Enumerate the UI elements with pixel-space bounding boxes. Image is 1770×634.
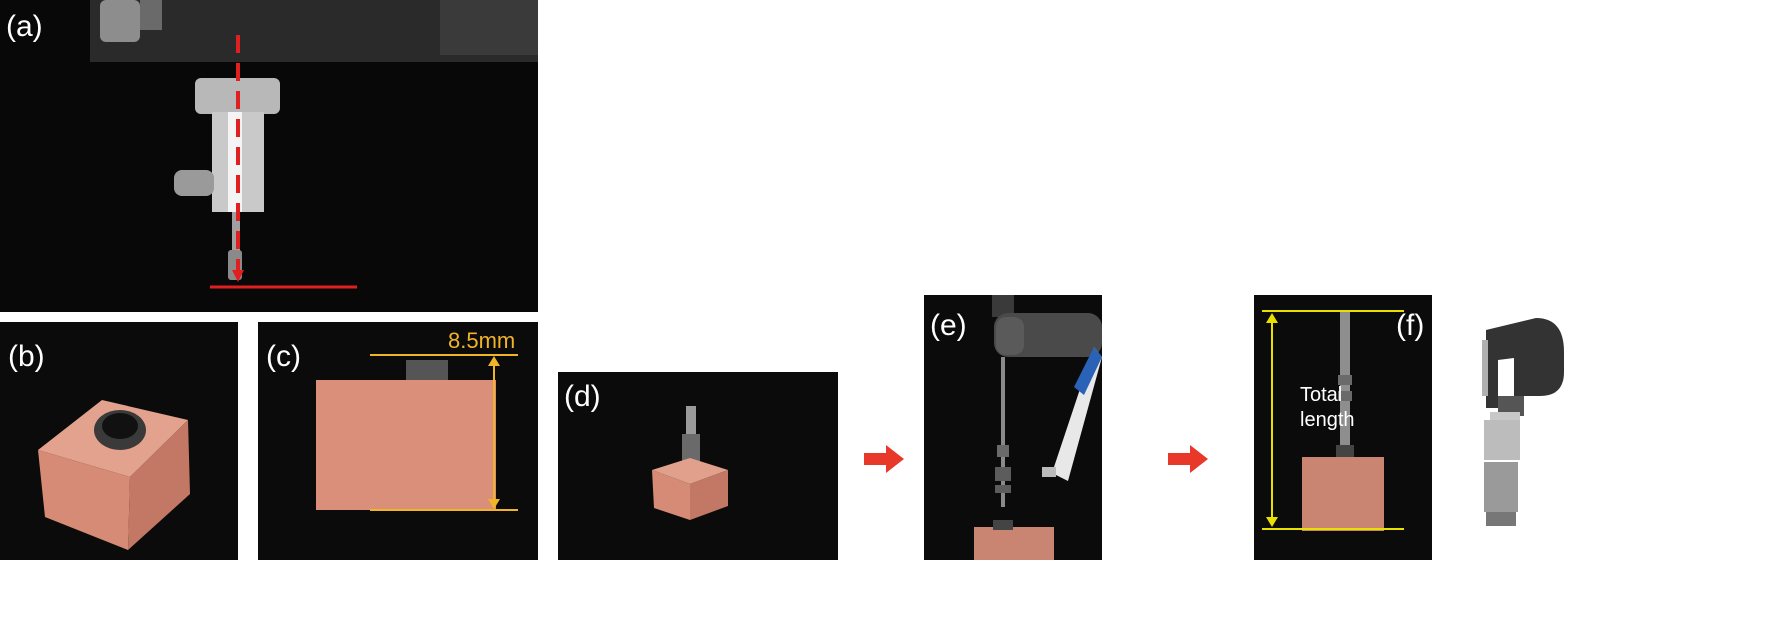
- right-arrow-icon: [1168, 445, 1208, 473]
- total-length-image: [1254, 295, 1432, 560]
- panel-e-label: (e): [930, 309, 967, 342]
- resin-block-image: [0, 322, 238, 560]
- panel-d-label: (d): [564, 380, 601, 413]
- panel-f-photo: (f) Total length: [1254, 295, 1432, 560]
- panel-d-photo: (d): [558, 372, 838, 560]
- implant-in-block-image: [558, 372, 838, 560]
- total-length-label: Total length: [1300, 383, 1355, 433]
- panel-c-label: (c): [266, 340, 301, 373]
- micrometer-image: [1482, 318, 1564, 526]
- panel-e-photo: (e): [924, 295, 1102, 560]
- panel-a-label: (a): [6, 10, 43, 43]
- panel-b-label: (b): [8, 340, 45, 373]
- panel-a-photo: (a): [0, 0, 538, 312]
- mount-setup-image: [0, 0, 538, 312]
- panel-c-photo: (c) 8.5mm: [258, 322, 538, 560]
- torque-driver-image: [924, 295, 1102, 560]
- block-height-dimension: 8.5mm: [448, 328, 516, 353]
- total-length-line-1: Total: [1300, 384, 1343, 406]
- panel-f-label: (f): [1396, 309, 1425, 342]
- total-length-line-2: length: [1300, 409, 1355, 431]
- block-height-image: [258, 322, 538, 560]
- panel-b-photo: (b): [0, 322, 238, 560]
- right-arrow-icon: [864, 445, 904, 473]
